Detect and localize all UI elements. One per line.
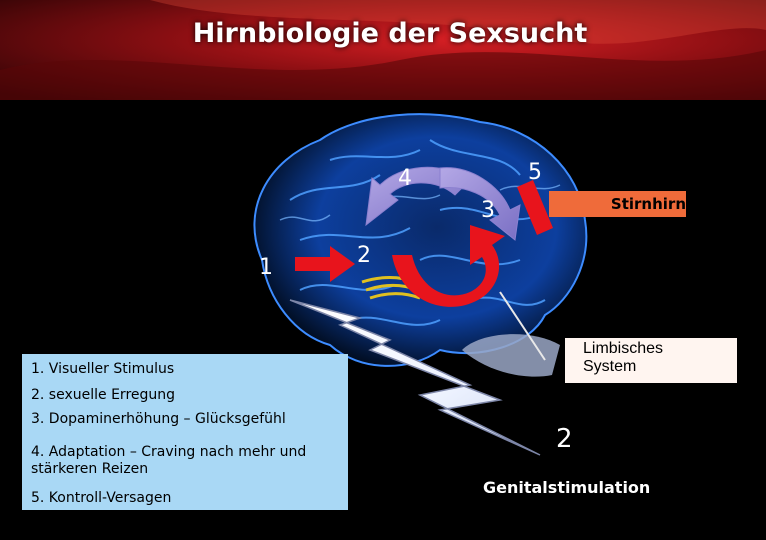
limbisches-box (565, 338, 737, 383)
step-number-5: 5 (528, 160, 542, 185)
legend-item-1: 1. Visueller Stimulus (31, 361, 175, 377)
control-failure-bar (517, 180, 553, 235)
brain-illustration (253, 113, 588, 377)
genitalstimulation-label: Genitalstimulation (483, 478, 651, 497)
legend-item-4: 4. Adaptation – Craving nach mehr und st… (31, 444, 307, 477)
step-number-1: 1 (259, 255, 273, 280)
legend-item-2: 2. sexuelle Erregung (31, 387, 176, 403)
genital-number: 2 (556, 424, 573, 454)
dopamine-arrow (392, 225, 505, 307)
stirnhirn-box (549, 191, 686, 217)
stimulus-arrow (295, 246, 355, 282)
step-number-2: 2 (357, 243, 371, 268)
stirnhirn-label: Stirnhirn (610, 195, 686, 213)
legend-item-5: 5. Kontroll-Versagen (31, 490, 172, 506)
legend-box (22, 354, 348, 510)
lightning-bolt (289, 299, 541, 456)
page-title: Hirnbiologie der Sexsucht (192, 18, 588, 49)
step-number-3: 3 (481, 198, 495, 223)
step-number-4: 4 (398, 166, 412, 191)
legend-item-3: 3. Dopaminerhöhung – Glücksgefühl (31, 411, 286, 427)
limbisches-label: Limbisches System (583, 340, 664, 375)
